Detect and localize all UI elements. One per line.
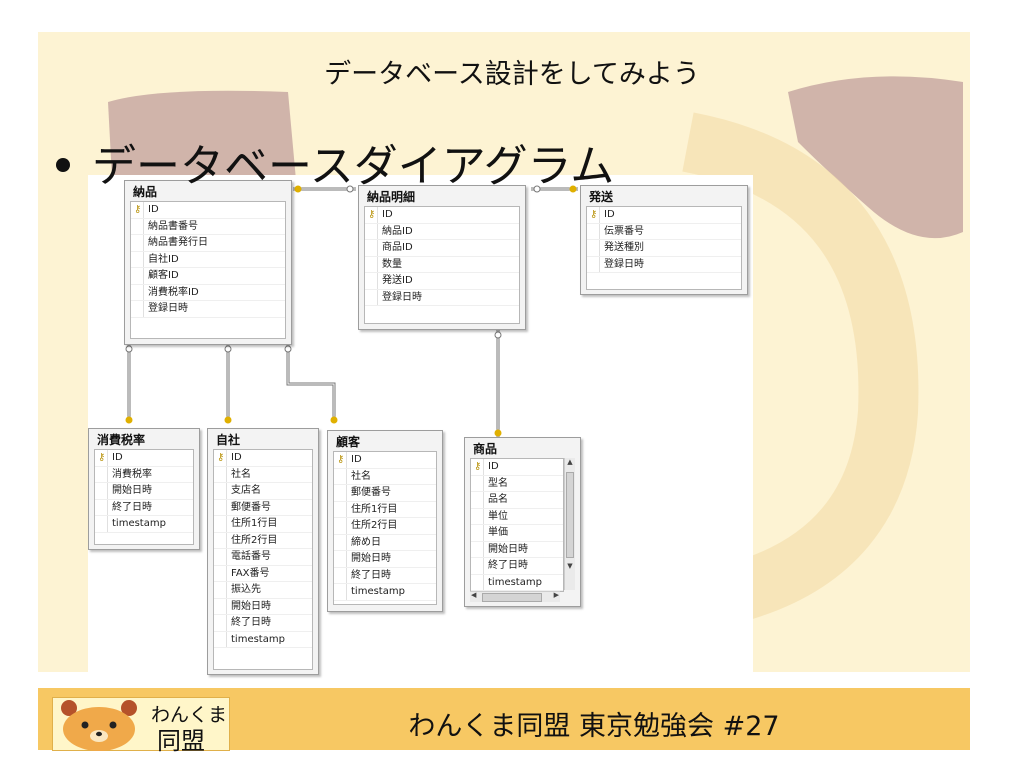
- primary-key-icon: ⚷: [590, 209, 598, 220]
- table-row[interactable]: 住所2行目: [214, 532, 312, 549]
- table-row[interactable]: 支店名: [214, 483, 312, 500]
- table-row[interactable]: 単価: [471, 525, 563, 542]
- relationship-lines: [125, 185, 578, 437]
- table-row[interactable]: timestamp: [334, 584, 436, 601]
- table-kokyaku[interactable]: 顧客 ⚷ID 社名 郵便番号 住所1行目 住所2行目 締め日 開始日時 終了日時…: [327, 430, 443, 612]
- table-row[interactable]: 登録日時: [365, 289, 519, 306]
- table-fields: ⚷ID 納品書番号 納品書発行日 自社ID 顧客ID 消費税率ID 登録日時: [130, 201, 286, 339]
- table-row[interactable]: 登録日時: [131, 301, 285, 318]
- table-row[interactable]: 終了日時: [214, 615, 312, 632]
- table-row[interactable]: 終了日時: [334, 567, 436, 584]
- scroll-thumb[interactable]: [566, 472, 574, 558]
- primary-key-icon: ⚷: [134, 204, 142, 215]
- bear-face-icon: [61, 700, 137, 751]
- table-row[interactable]: 住所1行目: [214, 516, 312, 533]
- database-diagram: 納品 ⚷ID 納品書番号 納品書発行日 自社ID 顧客ID 消費税率ID 登録日…: [88, 175, 753, 685]
- table-row[interactable]: 郵便番号: [214, 499, 312, 516]
- table-fields: ⚷ID 社名 支店名 郵便番号 住所1行目 住所2行目 電話番号 FAX番号 振…: [213, 449, 313, 670]
- table-nouhin-meisai[interactable]: 納品明細 ⚷ID 納品ID 商品ID 数量 発送ID 登録日時: [358, 185, 526, 330]
- table-row[interactable]: ⚷ID: [95, 450, 193, 467]
- logo-text-line2: 同盟: [157, 727, 205, 755]
- table-fields: ⚷ID 型名 品名 単位 単価 開始日時 終了日時 timestamp: [470, 458, 564, 592]
- bullet-item: データベースダイアグラム: [56, 130, 614, 194]
- table-row[interactable]: 住所1行目: [334, 501, 436, 518]
- primary-key-icon: ⚷: [98, 452, 106, 463]
- table-row[interactable]: 開始日時: [471, 541, 563, 558]
- table-row[interactable]: 商品ID: [365, 240, 519, 257]
- table-title: 納品明細: [367, 190, 416, 204]
- table-row[interactable]: timestamp: [214, 631, 312, 648]
- vertical-scrollbar[interactable]: ▲ ▼: [564, 458, 575, 590]
- table-row[interactable]: 型名: [471, 475, 563, 492]
- table-fields: ⚷ID 納品ID 商品ID 数量 発送ID 登録日時: [364, 206, 520, 324]
- table-fields: ⚷ID 伝票番号 発送種別 登録日時: [586, 206, 742, 290]
- table-shouhizei[interactable]: 消費税率 ⚷ID 消費税率 開始日時 終了日時 timestamp: [88, 428, 200, 550]
- logo: わんくま 同盟: [52, 697, 230, 755]
- table-row[interactable]: 納品書発行日: [131, 235, 285, 252]
- table-row[interactable]: 数量: [365, 256, 519, 273]
- slide-title: データベース設計をしてみよう: [324, 59, 700, 90]
- table-title: 納品: [133, 185, 158, 199]
- table-row[interactable]: timestamp: [95, 516, 193, 533]
- logo-text-line1: わんくま: [151, 704, 228, 726]
- table-title: 消費税率: [97, 433, 146, 447]
- bullet-dot: [56, 158, 70, 172]
- table-row[interactable]: 単位: [471, 508, 563, 525]
- table-row[interactable]: ⚷ID: [587, 207, 741, 224]
- table-row[interactable]: 住所2行目: [334, 518, 436, 535]
- table-row[interactable]: 開始日時: [95, 483, 193, 500]
- table-row[interactable]: 開始日時: [334, 551, 436, 568]
- table-row[interactable]: ⚷ID: [214, 450, 312, 467]
- table-row[interactable]: 消費税率ID: [131, 284, 285, 301]
- table-row[interactable]: 登録日時: [587, 256, 741, 273]
- scroll-thumb-h[interactable]: [482, 593, 542, 602]
- table-row[interactable]: ⚷ID: [471, 459, 563, 476]
- table-title: 自社: [216, 433, 241, 447]
- table-row[interactable]: 発送種別: [587, 240, 741, 257]
- table-row[interactable]: 締め日: [334, 534, 436, 551]
- table-row[interactable]: 郵便番号: [334, 485, 436, 502]
- table-fields: ⚷ID 社名 郵便番号 住所1行目 住所2行目 締め日 開始日時 終了日時 ti…: [333, 451, 437, 605]
- table-row[interactable]: 電話番号: [214, 549, 312, 566]
- table-nouhin[interactable]: 納品 ⚷ID 納品書番号 納品書発行日 自社ID 顧客ID 消費税率ID 登録日…: [124, 180, 292, 345]
- scroll-down-icon[interactable]: ▼: [567, 562, 573, 570]
- decor-ring: [682, 112, 919, 621]
- primary-key-icon: ⚷: [474, 461, 482, 472]
- scroll-left-icon[interactable]: ◀: [471, 591, 477, 599]
- table-fields: ⚷ID 消費税率 開始日時 終了日時 timestamp: [94, 449, 194, 545]
- table-row[interactable]: ⚷ID: [131, 202, 285, 219]
- table-row[interactable]: 開始日時: [214, 598, 312, 615]
- table-row[interactable]: 社名: [214, 466, 312, 483]
- table-title: 商品: [473, 442, 498, 456]
- table-row[interactable]: 振込先: [214, 582, 312, 599]
- table-title: 発送: [589, 190, 614, 204]
- table-row[interactable]: 社名: [334, 468, 436, 485]
- primary-key-icon: ⚷: [217, 452, 225, 463]
- table-shouhin[interactable]: 商品 ⚷ID 型名 品名 単位 単価 開始日時 終了日時 timestamp ▲…: [464, 437, 581, 607]
- footer-text: わんくま同盟 東京勉強会 #27: [408, 711, 780, 742]
- primary-key-icon: ⚷: [368, 209, 376, 220]
- table-row[interactable]: 顧客ID: [131, 268, 285, 285]
- table-row[interactable]: FAX番号: [214, 565, 312, 582]
- table-row[interactable]: 自社ID: [131, 251, 285, 268]
- scroll-up-icon[interactable]: ▲: [567, 458, 573, 466]
- table-title: 顧客: [336, 435, 361, 449]
- table-hassou[interactable]: 発送 ⚷ID 伝票番号 発送種別 登録日時: [580, 185, 748, 295]
- table-row[interactable]: ⚷ID: [334, 452, 436, 469]
- table-row[interactable]: 納品ID: [365, 223, 519, 240]
- primary-key-icon: ⚷: [337, 454, 345, 465]
- table-row[interactable]: 消費税率: [95, 466, 193, 483]
- horizontal-scrollbar[interactable]: ◀ ▶: [470, 591, 560, 602]
- table-row[interactable]: 納品書番号: [131, 218, 285, 235]
- table-row[interactable]: 終了日時: [471, 558, 563, 575]
- table-row[interactable]: ⚷ID: [365, 207, 519, 224]
- table-row[interactable]: 発送ID: [365, 273, 519, 290]
- scroll-right-icon[interactable]: ▶: [553, 591, 559, 599]
- table-row[interactable]: timestamp: [471, 574, 563, 591]
- table-row[interactable]: 伝票番号: [587, 223, 741, 240]
- table-jisha[interactable]: 自社 ⚷ID 社名 支店名 郵便番号 住所1行目 住所2行目 電話番号 FAX番…: [207, 428, 319, 675]
- table-row[interactable]: 終了日時: [95, 499, 193, 516]
- bullet-text: データベースダイアグラム: [92, 141, 615, 192]
- table-row[interactable]: 品名: [471, 492, 563, 509]
